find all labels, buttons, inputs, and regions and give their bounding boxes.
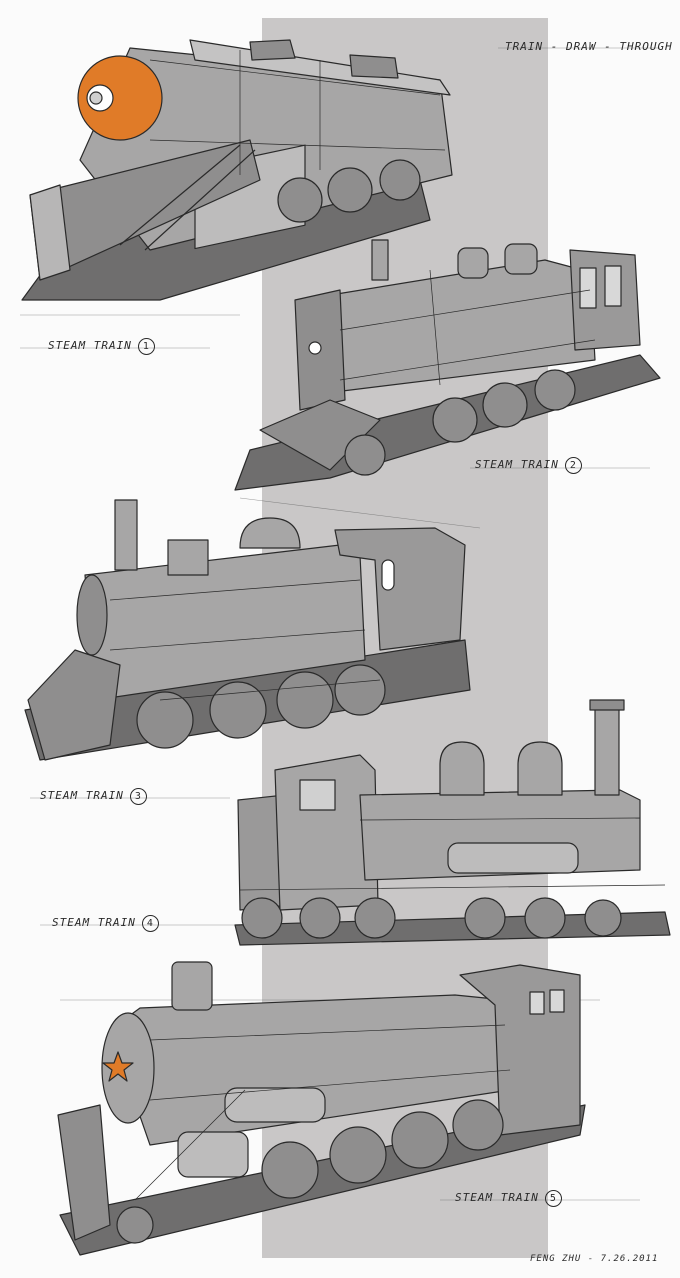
- label-text: STEAM TRAIN: [40, 789, 124, 802]
- steam-train-2: [234, 239, 661, 491]
- label-number: 2: [564, 457, 582, 474]
- label-number: 5: [544, 1190, 562, 1207]
- label-steam-train-4: STEAM TRAIN 4: [52, 915, 159, 932]
- steam-train-5: [57, 961, 586, 1256]
- label-text: STEAM TRAIN: [52, 916, 136, 929]
- steam-train-3: [24, 499, 471, 761]
- label-text: STEAM TRAIN: [475, 458, 559, 471]
- label-steam-train-3: STEAM TRAIN 3: [40, 788, 147, 805]
- label-steam-train-5: STEAM TRAIN 5: [455, 1190, 562, 1207]
- label-number: 4: [141, 915, 159, 932]
- artist-signature: FENG ZHU - 7.26.2011: [530, 1254, 659, 1264]
- label-number: 1: [137, 338, 155, 355]
- label-text: STEAM TRAIN: [455, 1191, 539, 1204]
- sheet-header: TRAIN - DRAW - THROUGH: [505, 40, 673, 53]
- steam-train-1: [21, 39, 453, 301]
- label-steam-train-1: STEAM TRAIN 1: [48, 338, 155, 355]
- steam-train-4: [234, 699, 671, 946]
- label-steam-train-2: STEAM TRAIN 2: [475, 457, 582, 474]
- label-text: STEAM TRAIN: [48, 339, 132, 352]
- label-number: 3: [129, 788, 147, 805]
